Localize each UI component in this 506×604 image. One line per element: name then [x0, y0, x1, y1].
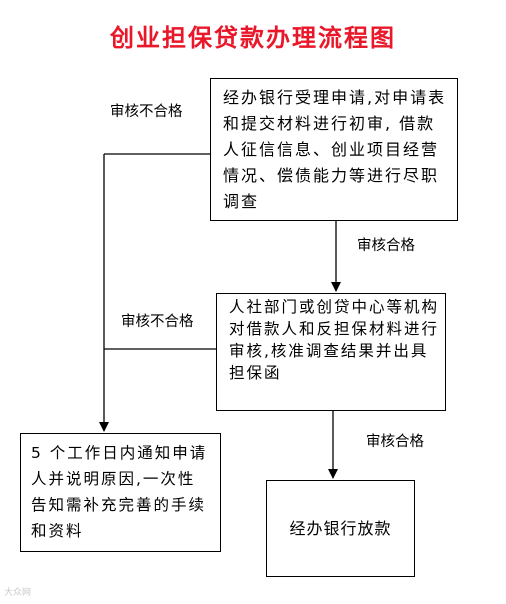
reject-label-2: 审核不合格 [121, 314, 194, 330]
step-bank-review-text: 经办银行受理申请,对申请表和提交材料进行初审, 借款人征信信息、创业项目经营情况… [223, 88, 447, 211]
step-loan-release-text: 经办银行放款 [289, 518, 392, 538]
step-agency-review-box: 人社部门或创贷中心等机构对借款人和反担保材料进行审核,核准调查结果并出具担保函 [216, 293, 446, 411]
step-agency-review-text: 人社部门或创贷中心等机构对借款人和反担保材料进行审核,核准调查结果并出具担保函 [229, 298, 440, 382]
pass-label-2: 审核合格 [366, 434, 424, 450]
reject-label-1: 审核不合格 [110, 104, 183, 120]
pass-label-1: 审核合格 [357, 238, 415, 254]
step-rejection-notice-box: 5 个工作日内通知申请人并说明原因,一次性告知需补充完善的手续和资料 [20, 433, 221, 552]
step-rejection-notice-text: 5 个工作日内通知申请人并说明原因,一次性告知需补充完善的手续和资料 [31, 444, 208, 540]
step-loan-release-box: 经办银行放款 [266, 480, 415, 577]
step-bank-review-box: 经办银行受理申请,对申请表和提交材料进行初审, 借款人征信信息、创业项目经营情况… [210, 78, 458, 221]
diagram-title: 创业担保贷款办理流程图 [110, 23, 396, 52]
watermark: 大众网 [4, 588, 32, 598]
